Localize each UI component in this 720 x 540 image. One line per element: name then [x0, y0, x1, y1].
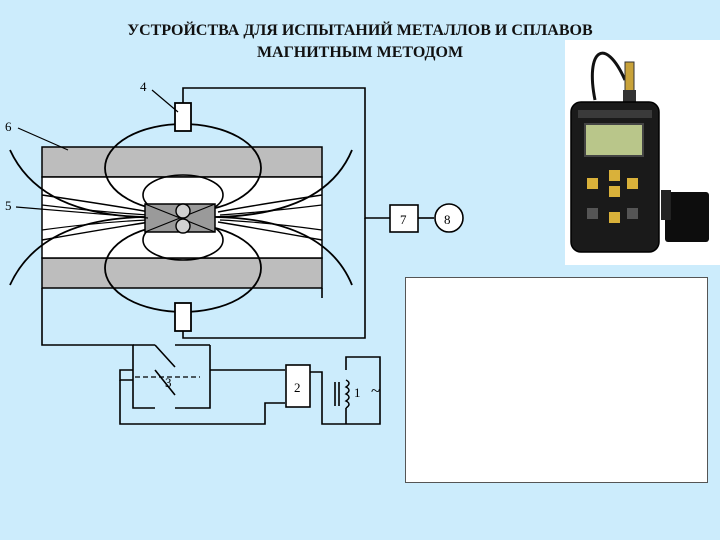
field-fan-left-2: [41, 221, 151, 241]
title-line-2: МАГНИТНЫМ МЕТОДОМ: [256, 44, 464, 61]
label-7: 7: [400, 212, 407, 227]
transformer-core: [334, 382, 340, 406]
wire-bottom-sensor: [182, 218, 366, 339]
label-8: 8: [444, 212, 451, 227]
title-line-1: УСТРОЙСТВА ДЛЯ ИСПЫТАНИЙ МЕТАЛЛОВ И СПЛА…: [127, 22, 593, 39]
text-box-empty: [405, 277, 708, 483]
wire-coil-left: [41, 288, 134, 370]
sensor-bottom: [174, 302, 192, 332]
field-fan-left-3: [41, 204, 149, 216]
field-fan-left-4: [41, 219, 149, 231]
field-fan-right-2: [217, 221, 323, 241]
specimen-bar-bottom: [41, 257, 323, 289]
leader-5: [15, 206, 149, 219]
indicator-8: [434, 203, 464, 233]
block-2: [285, 364, 311, 408]
field-fan-left-1: [41, 194, 151, 213]
central-coil-bottom: [175, 218, 191, 234]
sensor-top: [174, 102, 192, 132]
field-fan-right-3: [219, 204, 323, 216]
device-photo: [565, 40, 720, 265]
label-4: 4: [140, 79, 147, 94]
field-fan-right-4: [219, 219, 323, 231]
ac-supply-symbol: ~: [371, 381, 380, 400]
block-7: [389, 204, 419, 233]
page-title: УСТРОЙСТВА ДЛЯ ИСПЫТАНИЙ МЕТАЛЛОВ И СПЛА…: [40, 20, 680, 64]
wire-switch-to-2a: [119, 380, 285, 425]
thickness-gauge-device-icon: [570, 51, 709, 253]
specimen-bar-top: [41, 146, 323, 178]
label-2: 2: [294, 380, 301, 395]
label-6: 6: [5, 119, 12, 134]
wire-coil-right: [209, 288, 323, 370]
field-fan-right-1: [217, 194, 323, 213]
wire-top-sensor: [182, 87, 390, 219]
label-3: 3: [165, 375, 172, 390]
wire-2-to-1: [310, 356, 381, 425]
label-5: 5: [5, 198, 12, 213]
leader-6: [17, 127, 69, 151]
label-1: 1: [354, 385, 361, 400]
switch-3: [119, 344, 211, 409]
leader-4: [151, 89, 179, 113]
transformer-coil: [344, 379, 350, 409]
central-coil-top: [175, 203, 191, 219]
